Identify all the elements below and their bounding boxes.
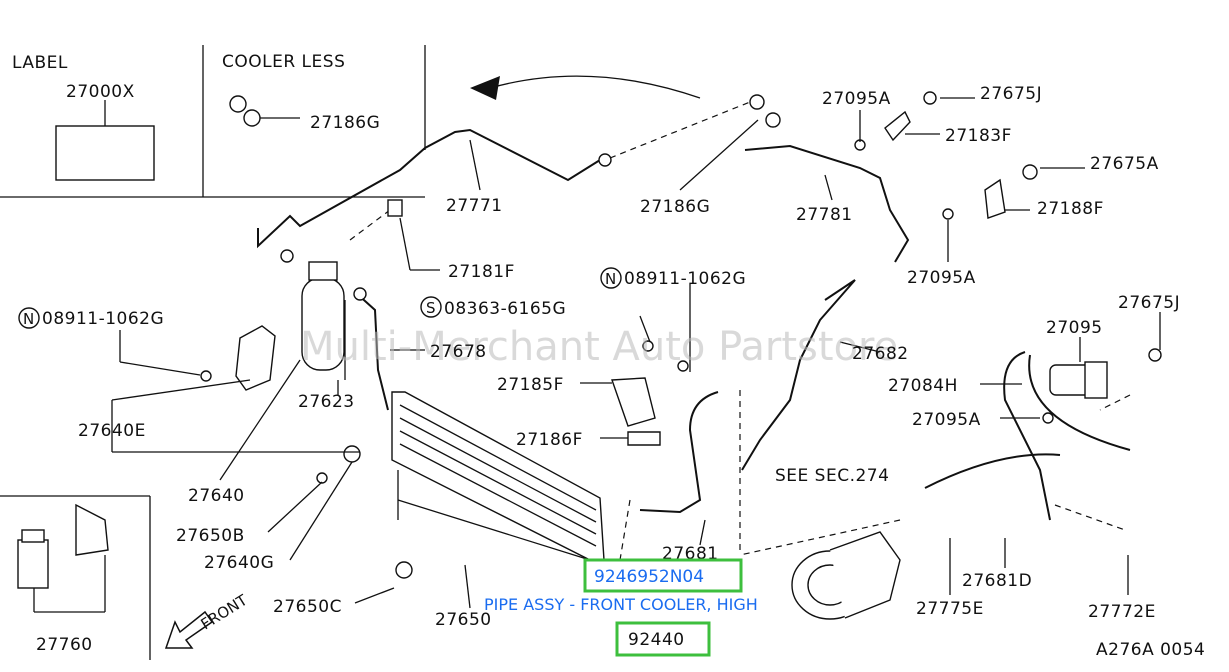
highlighted-part[interactable]: 9246952N04 PIPE ASSY - FRONT COOLER, HIG… (484, 558, 758, 657)
n-circle-icon: N (600, 267, 622, 289)
highlight-group-code[interactable]: 92440 (628, 630, 685, 650)
compressor (791, 531, 901, 620)
callout-27186f: 27186F (516, 430, 583, 450)
callout-08911-right: 08911-1062G (624, 269, 746, 289)
leader-lines (0, 97, 1161, 660)
brackets (17, 110, 1006, 589)
callout-27623: 27623 (298, 392, 355, 412)
callout-27185f: 27185F (497, 375, 564, 395)
s-circle-icon: S (420, 296, 442, 318)
direction-arrow-icon (470, 75, 701, 100)
callout-27678: 27678 (430, 342, 487, 362)
expansion-valve-27095 (1049, 361, 1108, 399)
callout-27188f: 27188F (1037, 199, 1104, 219)
callout-27095a-mid: 27095A (907, 268, 976, 288)
svg-text:S: S (426, 299, 436, 317)
callout-27640: 27640 (188, 486, 245, 506)
callout-27095a-top: 27095A (822, 89, 891, 109)
callout-27772e: 27772E (1088, 602, 1156, 622)
cooler-less-title: COOLER LESS (222, 52, 345, 72)
callout-27760: 27760 (36, 635, 93, 655)
receiver-drier (301, 261, 345, 371)
bracket-27640 (235, 325, 276, 391)
callout-27181f: 27181F (448, 262, 515, 282)
svg-text:N: N (23, 310, 34, 328)
callout-27186g: 27186G (640, 197, 710, 217)
callout-27640e: 27640E (78, 421, 146, 441)
callout-27650c: 27650C (273, 597, 342, 617)
callout-27682: 27682 (852, 344, 909, 364)
pipe-lines (257, 101, 1131, 561)
diagram-code: A276A 0054 (1096, 640, 1205, 660)
callout-27675a: 27675A (1090, 154, 1159, 174)
label-box-part: 27000X (66, 82, 135, 102)
callout-27775e: 27775E (916, 599, 984, 619)
callout-27095a-right: 27095A (912, 410, 981, 430)
callout-27675j-right: 27675J (1118, 293, 1180, 313)
callout-08911-left: 08911-1062G (42, 309, 164, 329)
see-sec-note: SEE SEC.274 (775, 466, 889, 486)
front-arrow-icon (164, 610, 214, 649)
callout-27650: 27650 (435, 610, 492, 630)
highlight-description: PIPE ASSY - FRONT COOLER, HIGH (484, 595, 758, 614)
callout-27650b: 27650B (176, 526, 245, 546)
highlight-part-number[interactable]: 9246952N04 (594, 567, 704, 587)
callout-27183f: 27183F (945, 126, 1012, 146)
watermark: Multi-Merchant Auto Partstore (300, 324, 898, 370)
callout-27781: 27781 (796, 205, 853, 225)
svg-text:N: N (605, 270, 616, 288)
inset-frames (0, 45, 426, 198)
front-label: FRONT (198, 591, 252, 634)
n-circle-icon: N (18, 307, 40, 329)
cooler-less-nut (229, 95, 300, 127)
condenser-core (391, 391, 605, 561)
label-box-title: LABEL (12, 53, 68, 73)
callout-27681d: 27681D (962, 571, 1032, 591)
callout-27640g: 27640G (204, 553, 274, 573)
callout-27095: 27095 (1046, 318, 1103, 338)
callout-27771: 27771 (446, 196, 503, 216)
cooler-less-part: 27186G (310, 113, 380, 133)
fasteners (200, 91, 1162, 579)
callout-27675j-top: 27675J (980, 84, 1042, 104)
callout-08363: 08363-6165G (444, 299, 566, 319)
callout-27084h: 27084H (888, 376, 958, 396)
